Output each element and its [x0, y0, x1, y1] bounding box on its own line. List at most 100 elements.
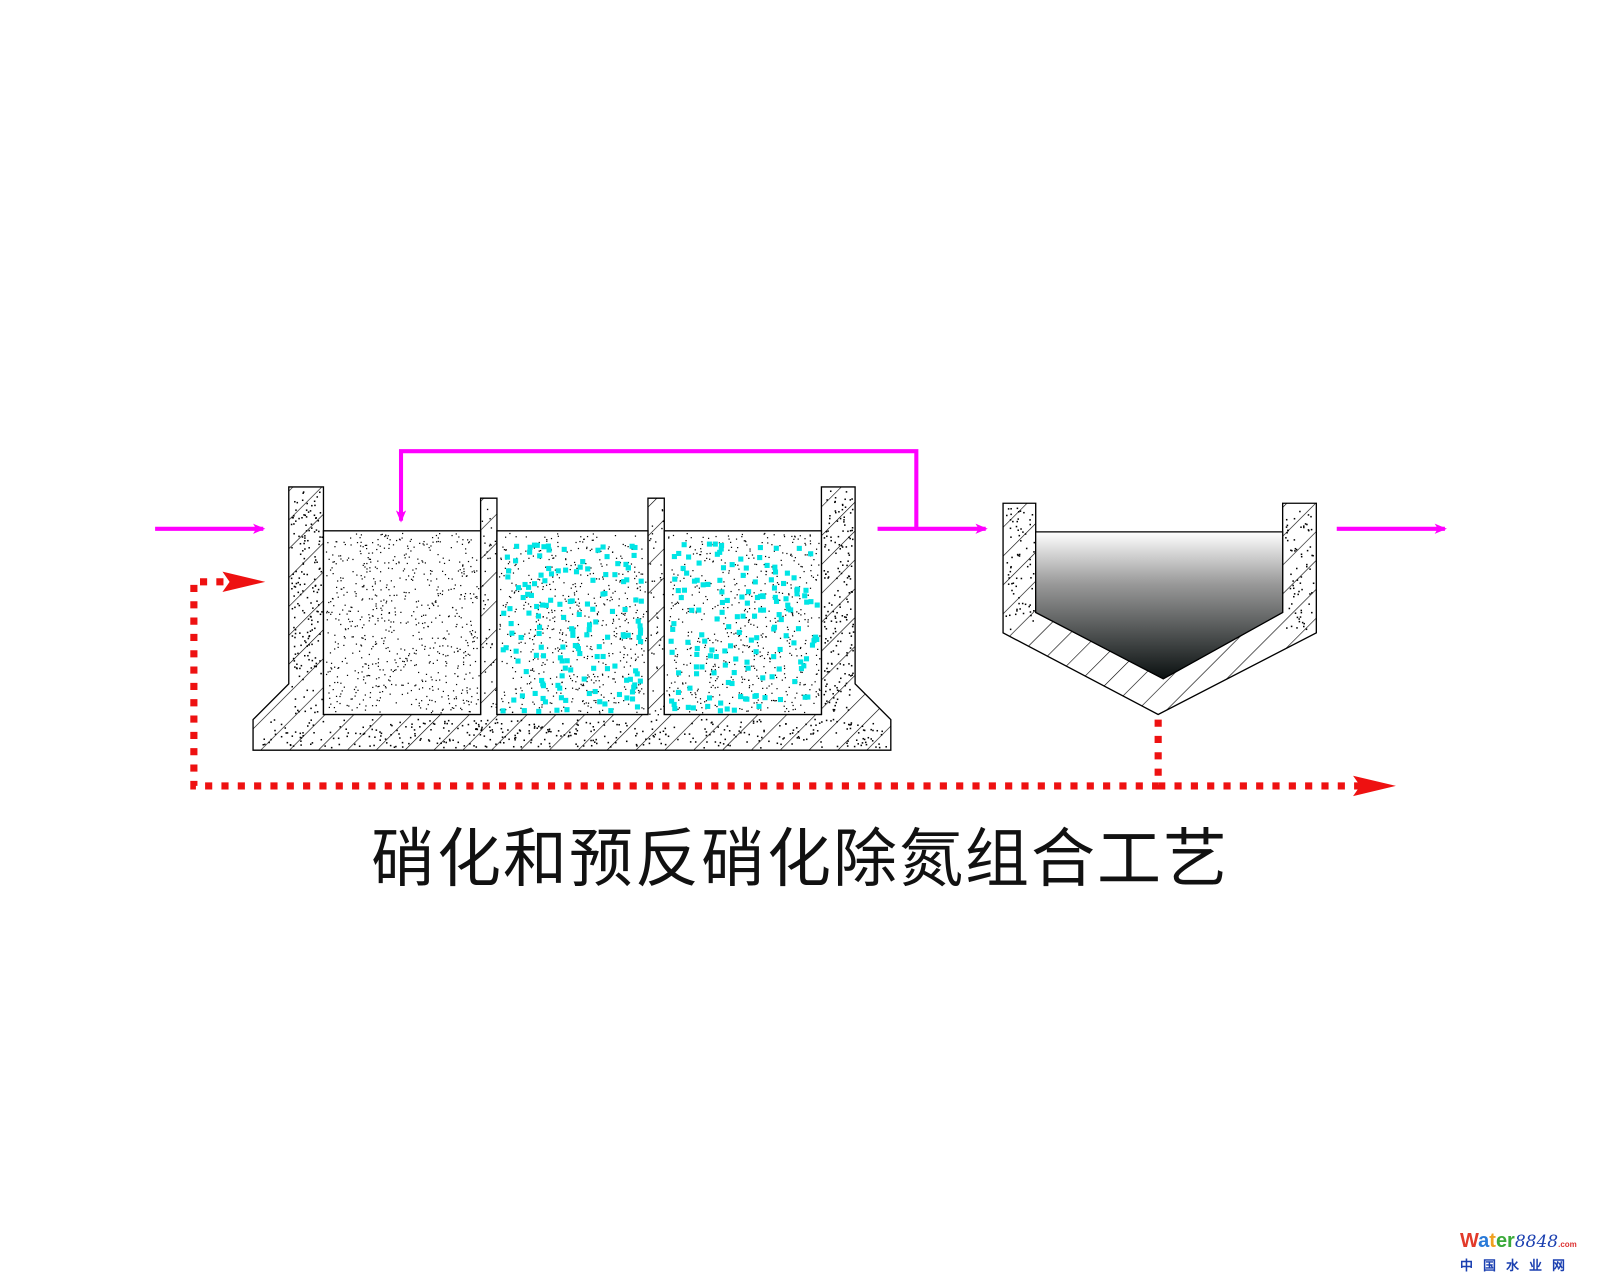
stipple-dot	[405, 553, 407, 555]
stipple-dot	[757, 645, 759, 647]
media-particle	[534, 542, 540, 548]
stipple-dot	[496, 721, 499, 724]
stipple-dot	[722, 571, 724, 574]
stipple-dot	[695, 612, 697, 614]
stipple-dot	[453, 707, 455, 709]
stipple-dot	[789, 732, 792, 735]
stipple-dot	[633, 571, 636, 573]
stipple-dot	[595, 578, 598, 580]
media-particle	[696, 560, 702, 566]
stipple-dot	[851, 674, 854, 676]
stipple-dot	[389, 693, 391, 695]
stipple-dot	[583, 656, 585, 659]
stipple-dot	[837, 589, 839, 592]
stipple-dot	[829, 490, 832, 493]
media-particle	[785, 602, 791, 608]
stipple-dot	[675, 661, 677, 664]
stipple-dot	[789, 638, 791, 641]
stipple-dot	[791, 535, 793, 538]
media-particle	[546, 547, 552, 553]
media-particle	[718, 700, 724, 706]
stipple-dot	[537, 578, 539, 580]
media-particle	[731, 707, 737, 713]
stipple-dot	[691, 594, 693, 596]
stipple-dot	[589, 549, 591, 552]
stipple-dot	[636, 609, 638, 612]
stipple-dot	[582, 700, 584, 703]
stipple-dot	[730, 541, 732, 543]
stipple-dot	[825, 573, 827, 575]
stipple-dot	[550, 537, 553, 540]
media-particle	[794, 591, 800, 597]
stipple-dot	[788, 710, 790, 713]
media-particle	[595, 547, 601, 553]
stipple-dot	[381, 690, 384, 693]
stipple-dot	[686, 532, 688, 535]
stipple-dot	[825, 628, 828, 630]
media-particle	[791, 640, 797, 646]
stipple-dot	[430, 712, 433, 714]
stipple-dot	[794, 535, 796, 537]
stipple-dot	[464, 592, 467, 595]
stipple-dot	[336, 700, 338, 703]
stipple-dot	[673, 690, 675, 692]
stipple-dot	[528, 632, 530, 634]
stipple-dot	[588, 616, 590, 618]
stipple-dot	[843, 516, 846, 518]
stipple-dot	[570, 677, 572, 680]
stipple-dot	[832, 650, 835, 652]
stipple-dot	[742, 651, 744, 653]
stipple-dot	[852, 672, 854, 675]
stipple-dot	[1032, 620, 1034, 622]
stipple-dot	[793, 630, 796, 632]
stipple-dot	[683, 663, 685, 666]
stipple-dot	[697, 688, 699, 690]
stipple-dot	[515, 688, 517, 690]
stipple-dot	[415, 649, 418, 652]
media-particle	[752, 579, 758, 585]
stipple-dot	[374, 594, 377, 596]
stipple-dot	[448, 589, 450, 591]
stipple-dot	[302, 732, 304, 734]
stipple-dot	[516, 720, 519, 722]
stipple-dot	[1016, 553, 1019, 556]
stipple-dot	[384, 620, 386, 622]
stipple-dot	[575, 743, 577, 745]
stipple-dot	[306, 573, 309, 576]
stipple-dot	[480, 728, 483, 730]
stipple-dot	[771, 692, 773, 694]
stipple-dot	[714, 669, 716, 671]
stipple-dot	[442, 645, 444, 647]
stipple-dot	[339, 555, 342, 557]
stipple-dot	[746, 710, 748, 712]
stipple-dot	[347, 628, 349, 630]
stipple-dot	[461, 724, 464, 727]
stipple-dot	[599, 686, 601, 688]
stipple-dot	[1006, 514, 1008, 517]
water8848-logo[interactable]: Water8848.com 中国水业网	[1460, 1231, 1590, 1274]
stipple-dot	[528, 724, 531, 726]
stipple-dot	[834, 685, 836, 687]
stipple-dot	[782, 738, 784, 740]
stipple-dot	[375, 704, 377, 707]
stipple-dot	[484, 745, 487, 748]
stipple-dot	[434, 701, 436, 703]
media-particle	[621, 579, 627, 585]
stipple-dot	[478, 675, 480, 677]
stipple-dot	[724, 562, 726, 564]
media-particle	[585, 566, 591, 572]
stipple-dot	[828, 522, 831, 525]
stipple-dot	[1303, 622, 1306, 625]
stipple-dot	[738, 635, 740, 637]
stipple-dot	[546, 617, 548, 619]
stipple-dot	[602, 662, 604, 664]
stipple-dot	[817, 574, 819, 576]
stipple-dot	[754, 667, 756, 670]
stipple-dot	[612, 622, 614, 624]
stipple-dot	[736, 594, 738, 596]
stipple-dot	[379, 739, 381, 741]
stipple-dot	[762, 633, 764, 635]
stipple-dot	[419, 739, 421, 741]
stipple-dot	[745, 540, 747, 543]
